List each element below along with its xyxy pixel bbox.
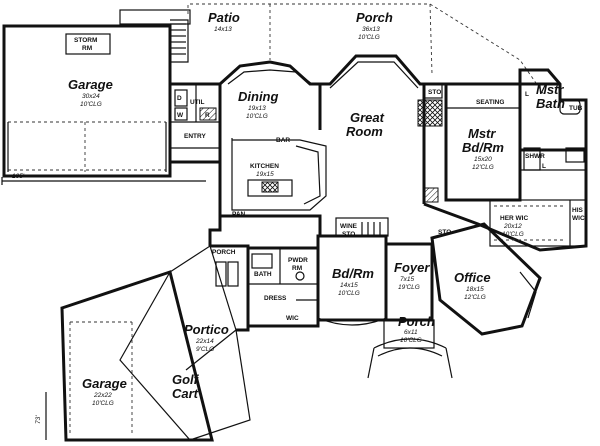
room-dims-her-wic: 20x12 bbox=[503, 223, 522, 230]
room-ceiling-dining: 10'CLG bbox=[246, 113, 268, 120]
label-dress: DRESS bbox=[264, 295, 287, 302]
label-l2: L bbox=[542, 163, 546, 170]
room-ceiling-bdrm: 10'CLG bbox=[338, 290, 360, 297]
room-name-office: Office bbox=[454, 270, 491, 285]
room-name-porch-rear: Porch bbox=[356, 10, 393, 25]
kitchen bbox=[231, 138, 327, 211]
great-room-bay bbox=[329, 61, 419, 89]
label-shwr: SHWR bbox=[525, 153, 545, 160]
label-wine-sto: STO bbox=[342, 231, 355, 238]
label-bar: BAR bbox=[276, 137, 290, 144]
room-ceiling-porch-front: 10'CLG bbox=[400, 337, 422, 344]
dimension-105-label: 105' bbox=[12, 173, 25, 180]
label-his: HIS bbox=[572, 207, 584, 214]
label-r: R bbox=[205, 112, 210, 119]
room-dims-portico: 22x14 bbox=[195, 338, 214, 345]
room-dims-kitchen: 19x15 bbox=[256, 171, 274, 178]
patio-steps bbox=[119, 9, 191, 63]
master-bedroom bbox=[444, 82, 522, 202]
portico bbox=[119, 245, 251, 441]
label-porch-side: PORCH bbox=[212, 249, 236, 256]
room-ceiling-garage-main: 10'CLG bbox=[80, 101, 102, 108]
room-ceiling-garage-small: 10'CLG bbox=[92, 400, 114, 407]
room-name-mstr-bd: Mstr bbox=[468, 126, 496, 141]
label-sto-office: STO bbox=[438, 229, 451, 236]
room-name-great: Great bbox=[350, 110, 385, 125]
room-dims-porch-front: 6x11 bbox=[404, 329, 418, 336]
room-dims-mstr: 15x20 bbox=[474, 156, 492, 163]
label-w: W bbox=[177, 112, 184, 119]
room-dims-porch-rear: 36x13 bbox=[362, 26, 380, 33]
front-porch bbox=[367, 319, 453, 379]
label-her-wic: HER WIC bbox=[500, 215, 528, 222]
office bbox=[430, 222, 542, 336]
label-pwdr-rm: RM bbox=[292, 265, 302, 272]
room-name-kitchen: KITCHEN bbox=[250, 163, 279, 170]
room-name-dining: Dining bbox=[238, 89, 278, 104]
fireplace bbox=[417, 83, 443, 127]
label-pwdr: PWDR bbox=[288, 257, 308, 264]
room-name-bdrm: Bd/Rm bbox=[332, 266, 374, 281]
rear-porch-outline bbox=[187, 3, 546, 97]
room-name-golf: Golf bbox=[172, 372, 200, 387]
room-ceiling-her-wic: 10'CLG bbox=[502, 231, 524, 238]
label-entry: ENTRY bbox=[184, 133, 206, 140]
room-name-foyer: Foyer bbox=[394, 260, 430, 275]
room-dims-patio: 14x13 bbox=[214, 26, 232, 33]
garage-main bbox=[2, 24, 172, 178]
label-wic: WIC bbox=[286, 315, 299, 322]
walk-in-closets bbox=[489, 199, 587, 247]
room-name-mstr: Mstr bbox=[536, 82, 564, 97]
side-porch bbox=[210, 244, 250, 332]
label-bath: BATH bbox=[254, 271, 272, 278]
label-storm: STORM bbox=[74, 37, 97, 44]
label-pan: PAN bbox=[232, 211, 246, 218]
room-name-portico: Portico bbox=[184, 322, 229, 337]
room-ceiling-foyer: 19'CLG bbox=[398, 284, 420, 291]
room-ceiling-mstr: 12'CLG bbox=[472, 164, 494, 171]
label-tub: TUB bbox=[569, 105, 583, 112]
room-dims-dining: 19x13 bbox=[248, 105, 266, 112]
room-labels: Patio 14x13 Porch 36x13 10'CLG STORM RM … bbox=[12, 10, 585, 424]
label-l1: L bbox=[525, 91, 529, 98]
label-wine: WINE bbox=[340, 223, 358, 230]
room-ceiling-porch-rear: 10'CLG bbox=[358, 34, 380, 41]
dimension-73-label: 73' bbox=[35, 415, 42, 424]
room-dims-garage-main: 30x24 bbox=[82, 93, 100, 100]
label-storm-rm: RM bbox=[82, 45, 92, 52]
room-dims-bdrm: 14x15 bbox=[340, 282, 358, 289]
label-util: UTIL bbox=[190, 99, 204, 106]
label-seating: SEATING bbox=[476, 99, 504, 106]
room-name-garage-main: Garage bbox=[68, 77, 113, 92]
garage-small bbox=[60, 270, 214, 442]
room-dims-office: 18x15 bbox=[466, 286, 484, 293]
master-bath bbox=[520, 99, 586, 171]
room-ceiling-office: 12'CLG bbox=[464, 294, 486, 301]
room-name-mstr-bdrm: Bd/Rm bbox=[462, 140, 504, 155]
label-his-wic: WIC bbox=[572, 215, 585, 222]
room-ceiling-portico: 9'CLG bbox=[196, 346, 214, 353]
label-d: D bbox=[177, 95, 182, 102]
room-dims-garage-small: 22x22 bbox=[93, 392, 112, 399]
dimension-105 bbox=[1, 177, 206, 185]
room-dims-foyer: 7x15 bbox=[400, 276, 414, 283]
room-name-porch-front: Porch bbox=[398, 314, 435, 329]
room-name-room: Room bbox=[346, 124, 383, 139]
room-name-bath: Bath bbox=[536, 96, 565, 111]
room-name-garage-small: Garage bbox=[82, 376, 127, 391]
room-name-patio: Patio bbox=[208, 10, 240, 25]
dining-bay bbox=[227, 69, 313, 85]
label-sto-upper: STO bbox=[428, 89, 441, 96]
room-name-cart: Cart bbox=[172, 386, 199, 401]
